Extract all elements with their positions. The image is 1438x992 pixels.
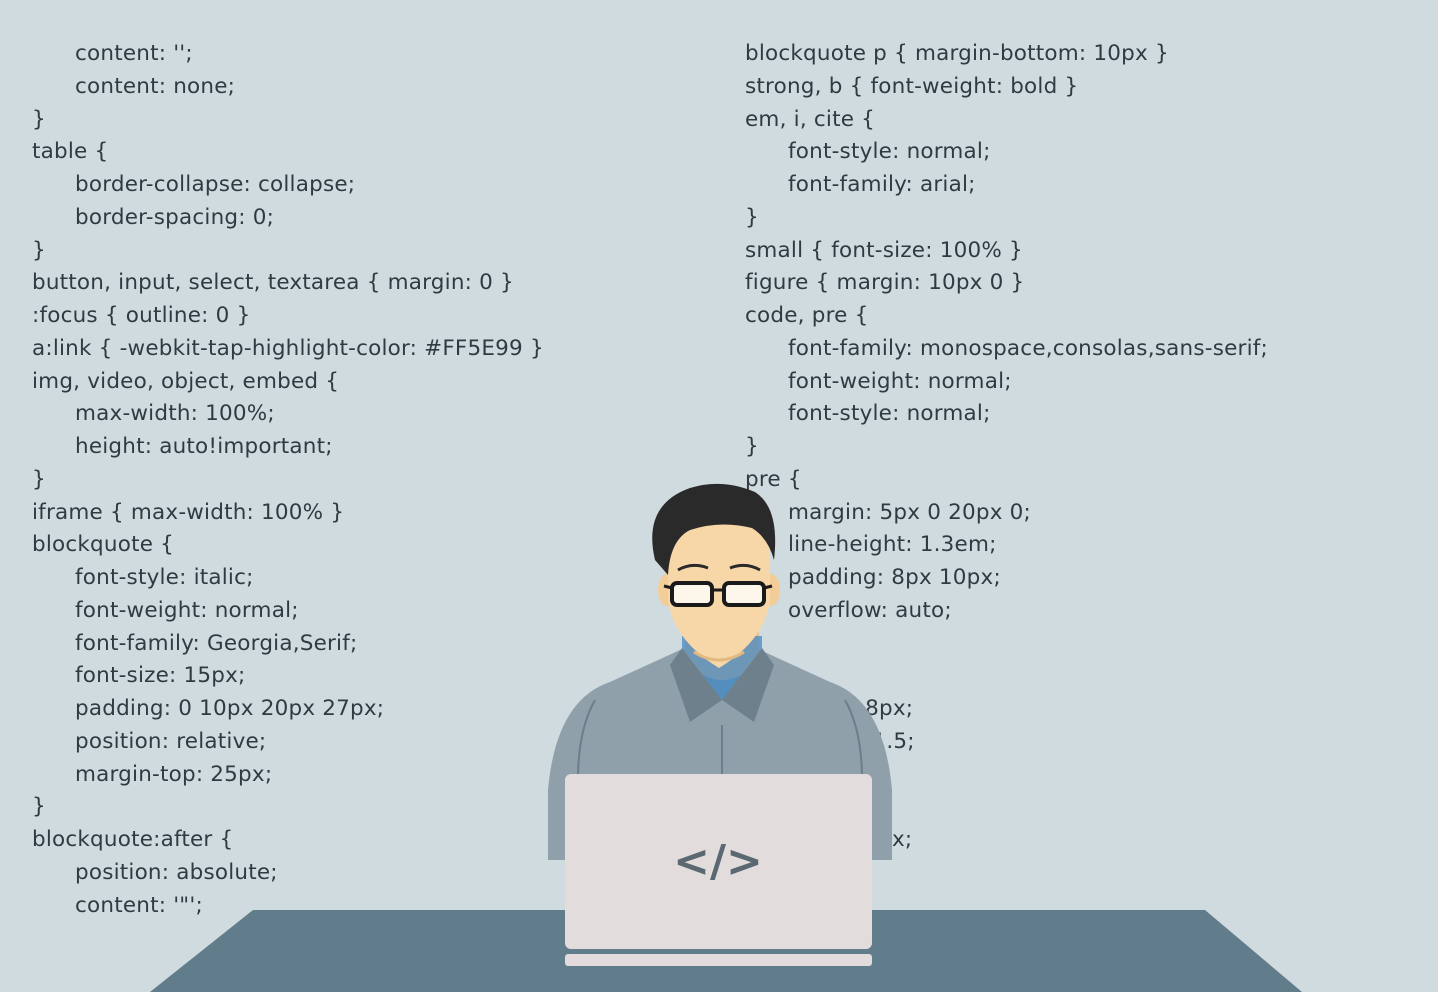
code-line: table { bbox=[32, 139, 109, 165]
code-line: ng: 0 8px; bbox=[788, 696, 914, 721]
code-line: } bbox=[745, 434, 759, 459]
code-line: content: none; bbox=[75, 73, 236, 99]
code-line: } bbox=[32, 237, 46, 263]
code-line: padding: 0 10px 20px 27px; bbox=[75, 696, 385, 721]
code-line: button, input, select, textarea { margin… bbox=[32, 270, 514, 296]
code-line: font-size: 15px; bbox=[75, 663, 246, 689]
code-line: eight: 1.5; bbox=[788, 728, 915, 754]
code-line: } bbox=[32, 466, 46, 492]
desk bbox=[150, 910, 1302, 992]
code-line: overflow: auto; bbox=[788, 597, 952, 623]
code-line bbox=[745, 791, 1435, 824]
code-line: position: relative; bbox=[75, 728, 267, 754]
code-line: font-family: Georgia,Serif; bbox=[75, 630, 358, 656]
code-line: font-family: monospace,consolas,sans-ser… bbox=[788, 335, 1268, 361]
code-line: a:link { -webkit-tap-highlight-color: #F… bbox=[32, 335, 544, 361]
code-line: iframe { max-width: 100% } bbox=[32, 499, 345, 525]
code-line: blockquote { bbox=[32, 532, 175, 558]
code-line: font-weight: normal; bbox=[788, 368, 1012, 394]
code-line: font-style: normal; bbox=[788, 401, 991, 427]
code-line: font-weight: normal; bbox=[75, 597, 299, 623]
code-line: :focus { outline: 0 } bbox=[32, 303, 251, 328]
code-line: max-width: 100%; bbox=[75, 401, 275, 427]
code-line: padding: 8px 10px; bbox=[788, 565, 1001, 590]
code-line: line-height: 1.3em; bbox=[788, 532, 997, 558]
code-line: code, pre { bbox=[745, 303, 869, 328]
code-line: position: absolute; bbox=[75, 859, 278, 885]
code-line: font-style: italic; bbox=[75, 565, 254, 590]
code-line: em, i, cite { bbox=[745, 106, 876, 132]
code-line: small { font-size: 100% } bbox=[745, 237, 1023, 263]
code-line: } bbox=[32, 106, 46, 132]
code-line: : 1px 6px; bbox=[788, 827, 913, 852]
code-line: figure { margin: 10px 0 } bbox=[745, 270, 1025, 296]
code-line: content: '"'; bbox=[75, 892, 203, 918]
code-line: pre { bbox=[745, 466, 802, 492]
code-line: height: auto!important; bbox=[75, 434, 333, 459]
code-line bbox=[745, 628, 1435, 661]
code-line: strong, b { font-weight: bold } bbox=[745, 73, 1079, 99]
code-line: margin-top: 25px; bbox=[75, 761, 273, 787]
code-line: font-family: arial; bbox=[788, 172, 976, 197]
code-line: { bbox=[745, 663, 773, 689]
code-line: border-collapse: collapse; bbox=[75, 172, 356, 197]
code-line: blockquote:after { bbox=[32, 827, 234, 852]
code-line: black; bbox=[788, 892, 868, 918]
code-line: } bbox=[32, 794, 46, 820]
code-line bbox=[745, 759, 1435, 792]
code-column-left: content: ''; content: none;} table { border… bbox=[32, 38, 712, 922]
code-line: blockquote p { margin-bottom: 10px } bbox=[745, 41, 1169, 66]
code-line: } bbox=[745, 204, 759, 230]
code-line: border-spacing: 0; bbox=[75, 204, 275, 230]
code-line: font-style: normal; bbox=[788, 139, 991, 165]
code-line: margin: 5px 0 20px 0; bbox=[788, 499, 1031, 525]
code-line: img, video, object, embed { bbox=[32, 368, 340, 394]
code-line: 0 2px; bbox=[788, 859, 872, 885]
code-column-right: blockquote p { margin-bottom: 10px } stro… bbox=[745, 38, 1435, 922]
code-line: content: ''; bbox=[75, 41, 193, 66]
